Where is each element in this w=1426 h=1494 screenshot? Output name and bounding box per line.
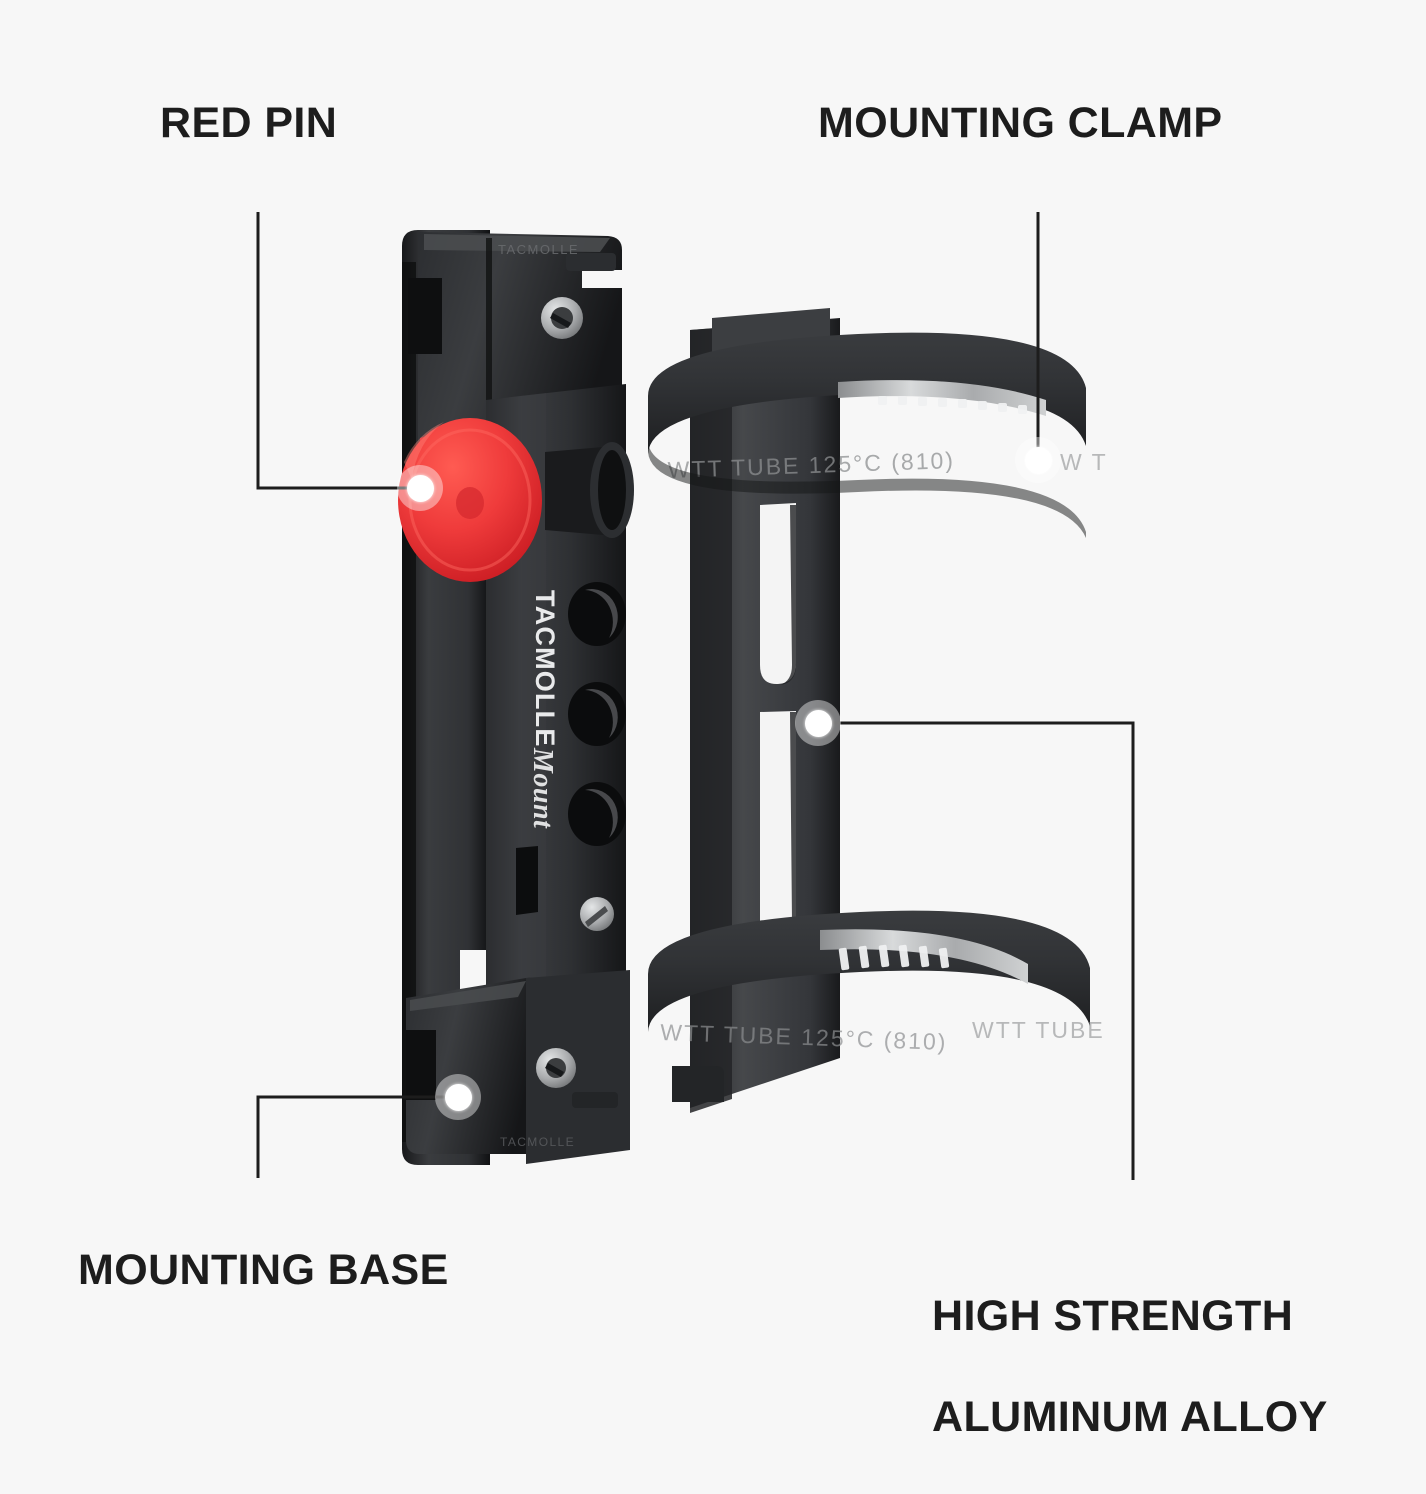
- upper-mounting-bracket: TACMOLLE: [408, 232, 622, 442]
- counterbore-holes: [568, 582, 626, 846]
- lower-clamp-band: WTT TUBE 125°C (810) WTT TUBE: [648, 910, 1105, 1055]
- marker-mounting-clamp[interactable]: [1015, 437, 1061, 483]
- product-image: TACMOLLE TACMOLLE Mount: [398, 230, 1108, 1165]
- svg-text:Mount: Mount: [527, 747, 558, 829]
- callout-label-red-pin: RED PIN: [160, 99, 338, 147]
- marker-red-pin[interactable]: [397, 465, 443, 511]
- marker-high-strength-aluminum-alloy[interactable]: [795, 700, 841, 746]
- svg-text:TACMOLLE: TACMOLLE: [530, 590, 560, 748]
- callout-label-high-strength-aluminum-alloy: HIGH STRENGTH ALUMINUM ALLOY: [932, 1240, 1328, 1494]
- svg-text:TACMOLLE: TACMOLLE: [500, 1135, 575, 1149]
- callout-label-mounting-base: MOUNTING BASE: [78, 1246, 449, 1294]
- marker-mounting-base[interactable]: [435, 1074, 481, 1120]
- svg-text:TACMOLLE: TACMOLLE: [498, 242, 579, 257]
- red-pin-knob: [398, 418, 634, 582]
- product-callout-diagram: TACMOLLE TACMOLLE Mount: [0, 0, 1426, 1426]
- callout-label-line-2: ALUMINUM ALLOY: [932, 1393, 1328, 1442]
- svg-text:W T: W T: [1060, 449, 1108, 475]
- main-rail-body: TACMOLLE Mount: [486, 384, 626, 1144]
- slotted-vertical-plate: [690, 308, 840, 1113]
- upper-clamp-band: WTT TUBE 125°C (810) W T: [648, 332, 1108, 538]
- svg-text:WTT TUBE: WTT TUBE: [972, 1017, 1105, 1043]
- callout-label-line-1: HIGH STRENGTH: [932, 1291, 1294, 1340]
- callout-label-mounting-clamp: MOUNTING CLAMP: [818, 99, 1223, 147]
